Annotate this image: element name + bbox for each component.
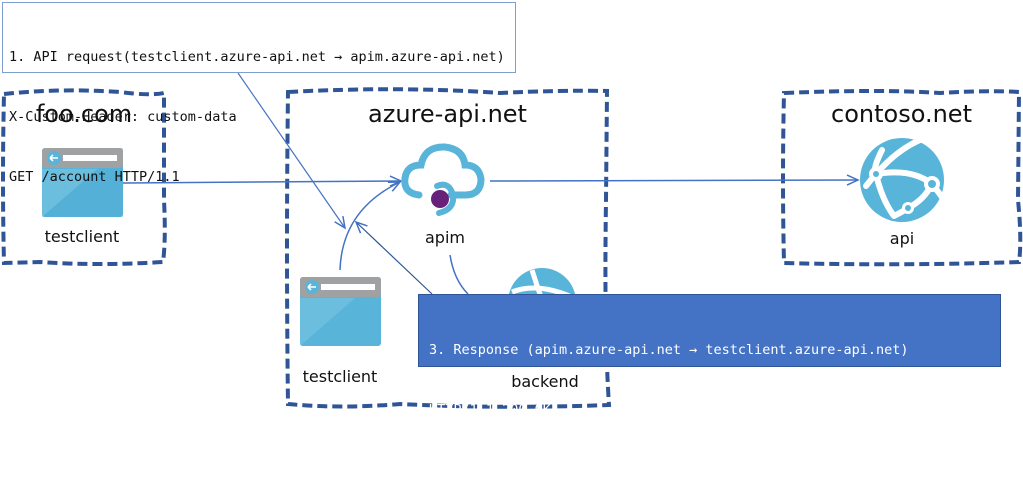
request-callout-line: GET /account HTTP/1.1 xyxy=(9,169,180,185)
web-app-globe-icon xyxy=(860,137,947,222)
request-callout-line: 1. API request(testclient.azure-api.net … xyxy=(9,49,505,65)
response-callout-line: {"accounts":[{"name":"foo.bar","title":"… xyxy=(429,462,860,478)
api-management-cloud-icon xyxy=(401,143,485,216)
node-label-foo-testclient: testclient xyxy=(44,227,120,246)
browser-window-icon xyxy=(300,277,381,346)
node-label-azure-testclient: testclient xyxy=(302,367,378,386)
arrow-response-to-testclient xyxy=(354,220,433,295)
response-callout-line: HTTP/1.1 200 OK xyxy=(429,402,551,418)
zone-boundary-contoso xyxy=(781,89,1023,267)
zone-boundary-azure xyxy=(285,87,612,409)
arrow-azure-testclient-to-apim xyxy=(339,181,402,271)
arrow-apim-to-api xyxy=(489,174,860,186)
arrow-request-callout-to-testclient xyxy=(237,72,347,230)
response-callout-line: 3. Response (apim.azure-api.net → testcl… xyxy=(429,342,909,358)
node-label-api: api xyxy=(889,229,915,248)
browser-window-icon xyxy=(42,148,123,217)
diagram-canvas xyxy=(1,72,1023,409)
request-callout: 1. API request(testclient.azure-api.net … xyxy=(2,2,516,185)
response-callout: 3. Response (apim.azure-api.net → testcl… xyxy=(418,294,1001,478)
zone-title-foo: foo.com xyxy=(35,100,133,128)
zone-title-contoso: contoso.net xyxy=(831,100,972,128)
connector-apim-to-backend xyxy=(449,254,469,295)
node-label-apim: apim xyxy=(425,228,465,247)
request-callout-line: X-Custom-Header: custom-data xyxy=(9,109,237,125)
zone-title-azure: azure-api.net xyxy=(368,100,527,128)
arrow-testclient-to-apim xyxy=(122,175,403,187)
node-label-backend: backend xyxy=(511,372,579,391)
